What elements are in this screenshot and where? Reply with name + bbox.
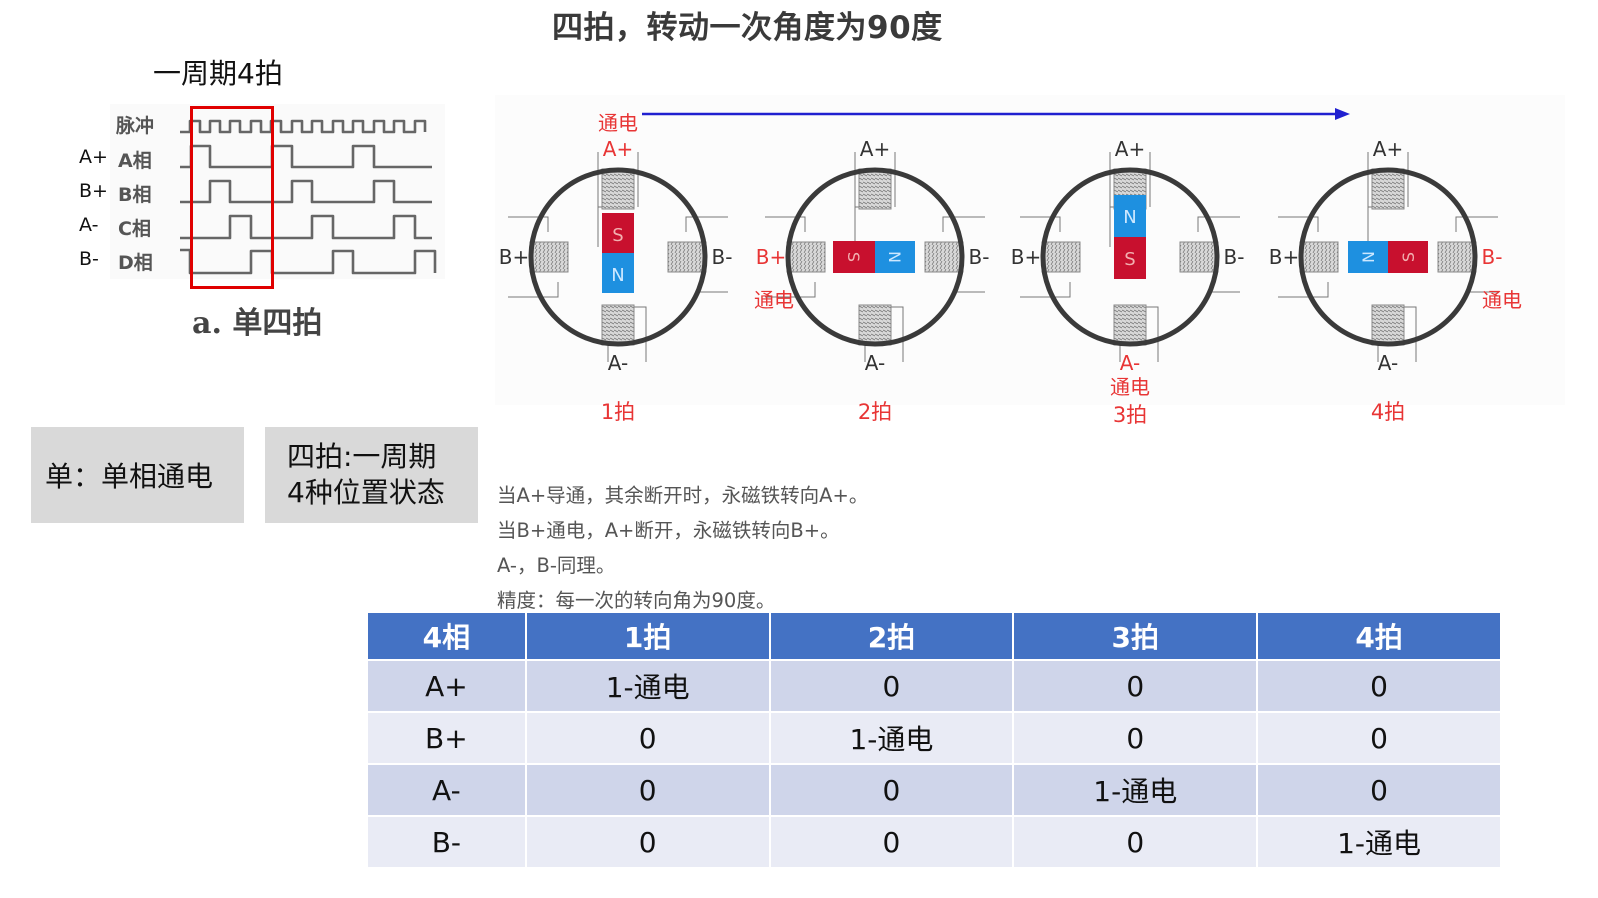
table-header-cell: 3拍 [1012,611,1259,661]
description-line: 精度：每一次的转向角为90度。 [497,589,776,612]
table-cell: 1-通电 [524,659,771,713]
left-coil-label: B+ [1011,245,1041,269]
page-title: 四拍，转动一次角度为90度 [552,10,943,46]
bottom-coil-label: A- [1378,351,1398,375]
south-pole-label: S [1399,252,1418,262]
table-cell: 0 [524,815,771,869]
north-pole-label: N [611,265,624,286]
c-phase-waveform [180,214,432,240]
right-coil-label: B- [712,245,733,269]
left-coil-label: B+ [499,245,529,269]
note-single-phase: 单：单相通电 [31,427,244,523]
note-single-phase-text: 单：单相通电 [45,460,214,493]
channel-label-b: B相 [118,184,152,206]
table-row: B+ 0 1-通电 0 0 [366,711,1502,765]
table-header-cell: 4相 [366,611,527,661]
table-cell: 0 [768,659,1015,713]
note-four-beat-line2: 4种位置状态 [287,476,445,509]
table-cell: A+ [366,659,527,713]
energized-label: 通电 [598,111,638,135]
bottom-coil-label: A- [865,351,885,375]
table-cell: 0 [1012,815,1259,869]
description-line: 当A+导通，其余断开时，永磁铁转向A+。 [497,484,869,507]
energized-label: 通电 [1482,288,1522,312]
channel-label-c: C相 [118,218,151,240]
table-row: B- 0 0 0 1-通电 [366,815,1502,869]
table-row: A+ 1-通电 0 0 0 [366,659,1502,713]
south-pole-label: S [844,252,863,262]
table-cell: 0 [1256,763,1502,817]
top-coil-label: A+ [860,137,890,161]
table-cell: 0 [768,763,1015,817]
b-phase-waveform [180,179,432,204]
channel-label-a: A相 [118,150,152,172]
pulse-waveform [180,119,427,134]
table-header-row: 4相 1拍 2拍 3拍 4拍 [366,611,1502,661]
table-cell: 0 [1012,659,1259,713]
table-cell: 0 [524,711,771,765]
step-label: 4拍 [1371,400,1405,424]
motor-step-4: N S A+ A- B+ B- 通电 4拍 [1269,137,1522,424]
table-cell: 0 [768,815,1015,869]
note-four-beat: 四拍:一周期 4种位置状态 [265,427,478,523]
description-block: 当A+导通，其余断开时，永磁铁转向A+。 当B+通电，A+断开，永磁铁转向B+。… [497,478,868,618]
south-pole-label: S [612,225,623,246]
note-four-beat-line1: 四拍:一周期 [287,440,437,473]
channel-label-d: D相 [118,252,153,274]
energized-label: 通电 [754,288,794,312]
phase-label-b-minus: B- [79,248,99,270]
timing-caption: a. 单四拍 [192,306,323,341]
north-pole-label: N [885,251,904,263]
left-coil-label: B+ [756,245,786,269]
bottom-coil-label: A- [1120,351,1140,375]
table-cell: B+ [366,711,527,765]
motor-step-1: S N A+ 通电 A- B+ B- 1拍 [499,111,733,424]
left-coil-label: B+ [1269,245,1299,269]
phase-sequence-table: 4相 1拍 2拍 3拍 4拍 A+ 1-通电 0 0 0 B+ 0 1-通电 0… [366,611,1502,869]
bottom-coil-label: A- [608,351,628,375]
right-coil-label: B- [969,245,990,269]
step-label: 2拍 [858,400,892,424]
top-coil-label: A+ [603,137,633,161]
table-header-cell: 2拍 [768,611,1015,661]
table-cell: 0 [1256,659,1502,713]
table-cell: 0 [1012,711,1259,765]
energized-label: 通电 [1110,375,1150,399]
right-coil-label: B- [1482,245,1503,269]
table-header-cell: 4拍 [1256,611,1502,661]
motor-steps-diagram: S N A+ 通电 A- B+ B- 1拍 S N A+ A- B+ 通电 B-… [499,108,1522,427]
table-cell: 0 [1256,711,1502,765]
phase-label-a-plus: A+ [79,146,108,168]
a-phase-waveform [180,144,432,169]
channel-label-pulse: 脉冲 [116,115,155,137]
phase-label-b-plus: B+ [79,180,108,202]
table-cell: 0 [524,763,771,817]
direction-arrow-head-icon [1335,108,1350,120]
table-cell: 1-通电 [1012,763,1259,817]
one-period-highlight-box [190,106,274,289]
table-header-cell: 1拍 [524,611,771,661]
table-cell: 1-通电 [768,711,1015,765]
north-pole-label: N [1123,207,1136,228]
table-cell: A- [366,763,527,817]
right-coil-label: B- [1224,245,1245,269]
top-coil-label: A+ [1373,137,1403,161]
step-label: 3拍 [1113,403,1147,427]
phase-label-a-minus: A- [79,214,99,236]
south-pole-label: S [1124,249,1135,270]
table-row: A- 0 0 1-通电 0 [366,763,1502,817]
motor-step-2: S N A+ A- B+ 通电 B- 2拍 [754,137,989,424]
description-line: A-，B-同理。 [497,554,616,577]
north-pole-label: N [1359,251,1378,263]
period-title: 一周期4拍 [153,57,283,90]
description-line: 当B+通电，A+断开，永磁铁转向B+。 [497,519,840,542]
table-cell: 1-通电 [1256,815,1502,869]
motor-step-3: N S A+ A- 通电 B+ B- 3拍 [1011,137,1245,427]
timing-waveforms [180,119,437,275]
table-cell: B- [366,815,527,869]
d-phase-waveform [180,248,437,275]
top-coil-label: A+ [1115,137,1145,161]
step-label: 1拍 [601,400,635,424]
